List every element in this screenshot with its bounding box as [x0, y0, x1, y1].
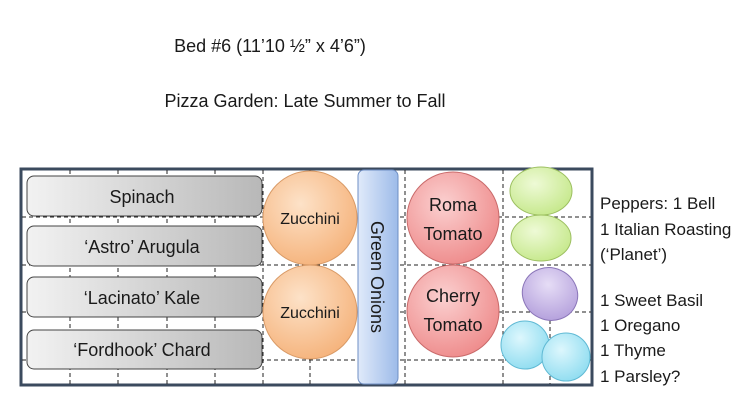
- plant-notes: Peppers: 1 Bell 1 Italian Roasting (‘Pla…: [600, 194, 731, 386]
- basil-plant: [521, 267, 579, 321]
- note-line: Peppers: 1 Bell: [600, 194, 715, 213]
- tomato-label: Roma: [429, 195, 478, 215]
- row-chard: [26, 329, 263, 370]
- row-label: ‘Astro’ Arugula: [84, 237, 200, 257]
- herb-plant: [500, 320, 550, 370]
- note-line: 1 Thyme: [600, 341, 666, 360]
- zucchini-label: Zucchini: [280, 305, 340, 322]
- note-line: (‘Planet’): [600, 245, 667, 264]
- note-line: 1 Parsley?: [600, 367, 680, 386]
- row-label: Spinach: [109, 187, 174, 207]
- zucchini-label: Zucchini: [280, 211, 340, 228]
- bell-pepper-plant: [509, 166, 573, 216]
- note-line: 1 Italian Roasting: [600, 220, 731, 239]
- italian-pepper-plant: [510, 214, 572, 262]
- bed-title: Bed #6 (11’10 ½” x 4’6”): [174, 36, 366, 56]
- herb-plant: [541, 332, 591, 382]
- row-label: ‘Fordhook’ Chard: [73, 340, 210, 360]
- tomato-label: Cherry: [426, 286, 480, 306]
- zucchini-plant: [262, 264, 358, 360]
- row-kale: [26, 276, 263, 318]
- row-arugula: [26, 225, 263, 267]
- cherry-tomato-plant: [406, 264, 500, 358]
- bed-subtitle: Pizza Garden: Late Summer to Fall: [164, 91, 445, 111]
- note-line: 1 Sweet Basil: [600, 291, 703, 310]
- row-crops: Spinach ‘Astro’ Arugula ‘Lacinato’ Kale …: [26, 175, 263, 370]
- green-onions-row: [357, 169, 399, 385]
- note-line: 1 Oregano: [600, 316, 680, 335]
- green-onions-label: Green Onions: [367, 221, 387, 333]
- row-spinach: [26, 175, 263, 217]
- row-label: ‘Lacinato’ Kale: [84, 288, 200, 308]
- tomato-label: Tomato: [423, 224, 482, 244]
- tomato-label: Tomato: [423, 315, 482, 335]
- roma-tomato-plant: [406, 171, 500, 265]
